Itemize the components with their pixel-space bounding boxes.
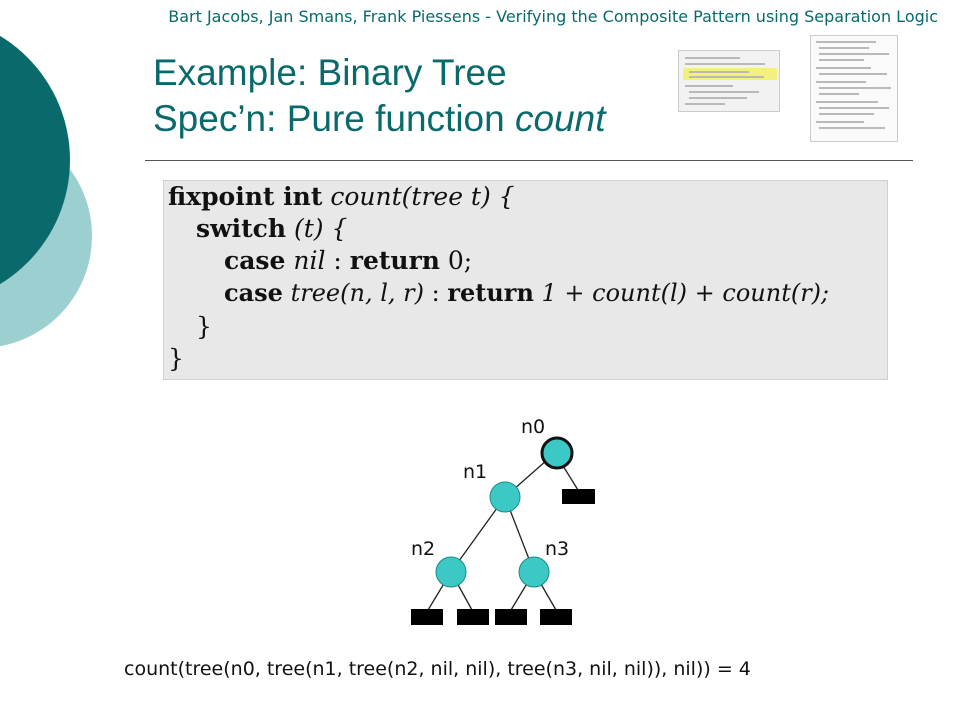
code-line-3: case nil : return 0;	[224, 246, 473, 275]
nil-leaf-n2-right	[457, 609, 489, 625]
title-divider	[145, 160, 913, 161]
slide-title: Example: Binary Tree Spec’n: Pure functi…	[153, 50, 606, 142]
code-line-2: switch (t) {	[196, 214, 348, 243]
thumbnail-preview-left	[678, 50, 780, 112]
title-line-2: Spec’n: Pure function count	[153, 96, 606, 142]
node-n1	[489, 481, 521, 513]
title-line-2-emph: count	[515, 98, 606, 139]
title-line-2-prefix: Spec’n: Pure function	[153, 98, 515, 139]
nil-leaf-n2-left	[411, 609, 443, 625]
node-n2	[435, 556, 467, 588]
code-line-5: }	[196, 312, 212, 341]
code-line-1: fixpoint int count(tree t) {	[168, 182, 515, 211]
header-authors: Bart Jacobs, Jan Smans, Frank Piessens -…	[168, 7, 938, 26]
title-line-1: Example: Binary Tree	[153, 52, 507, 93]
nil-leaf-n3-left	[495, 609, 527, 625]
label-n2: n2	[411, 538, 436, 560]
label-n0: n0	[521, 416, 546, 438]
count-result-expression: count(tree(n0, tree(n1, tree(n2, nil, ni…	[124, 658, 751, 680]
decorative-circles	[0, 35, 92, 347]
code-line-6: }	[168, 344, 184, 373]
label-n1: n1	[463, 461, 488, 483]
node-n3	[518, 556, 550, 588]
label-n3: n3	[545, 538, 570, 560]
nil-leaf-n3-right	[540, 609, 572, 625]
code-block: fixpoint int count(tree t) { switch (t) …	[163, 180, 888, 380]
dark-teal-circle	[0, 35, 70, 285]
node-n0	[540, 436, 574, 470]
code-line-4: case tree(n, l, r) : return 1 + count(l)…	[224, 278, 830, 307]
thumbnail-preview-right	[810, 35, 898, 142]
nil-leaf-n0-right	[562, 489, 595, 504]
